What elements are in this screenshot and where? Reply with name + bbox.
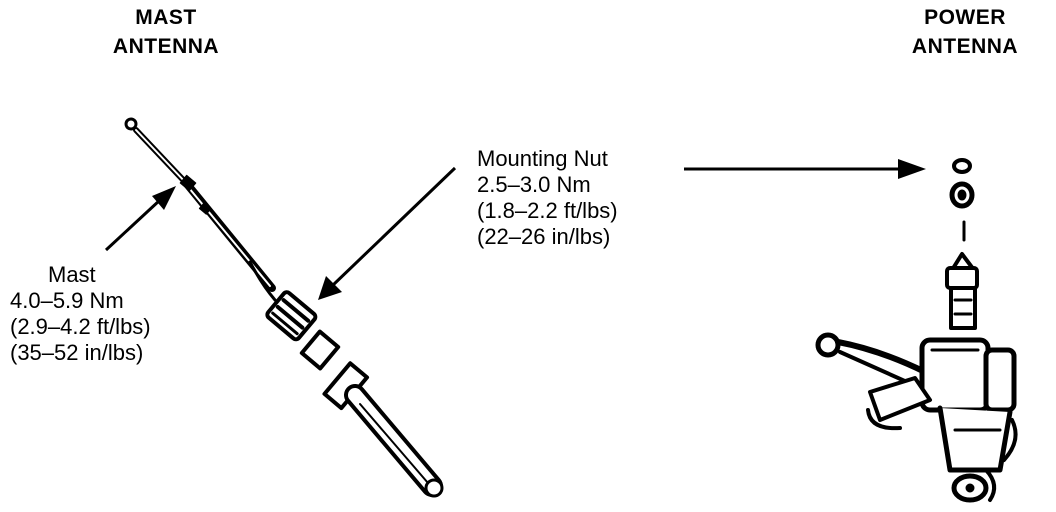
mast-antenna-title: MAST ANTENNA: [96, 3, 236, 61]
mounting-nut-arrow: [318, 166, 457, 300]
mast-callout-line-2: 4.0–5.9 Nm: [10, 288, 124, 313]
mast-callout: Mast 4.0–5.9 Nm (2.9–4.2 ft/lbs) (35–52 …: [10, 262, 151, 366]
mast-callout-line-4: (35–52 in/lbs): [10, 340, 144, 365]
mast-antenna-title-line-1: MAST: [135, 6, 197, 29]
mast-callout-line-3: (2.9–4.2 ft/lbs): [10, 314, 151, 339]
power-nut-arrow: [684, 159, 926, 179]
mast-antenna-drawing: [124, 117, 444, 498]
power-antenna-title-line-1: POWER: [924, 6, 1006, 29]
power-antenna-drawing: [815, 158, 1018, 503]
mounting-nut-callout-line-4: (22–26 in/lbs): [477, 224, 611, 249]
mounting-nut-callout: Mounting Nut 2.5–3.0 Nm (1.8–2.2 ft/lbs)…: [477, 146, 618, 250]
mounting-nut-callout-line-2: 2.5–3.0 Nm: [477, 172, 591, 197]
mounting-nut-callout-line-3: (1.8–2.2 ft/lbs): [477, 198, 618, 223]
power-antenna-title: POWER ANTENNA: [890, 3, 1040, 61]
power-antenna-title-line-2: ANTENNA: [911, 35, 1019, 58]
mast-arrow: [104, 186, 176, 252]
mast-callout-line-1: Mast: [48, 262, 96, 287]
mounting-nut-callout-line-1: Mounting Nut: [477, 146, 608, 171]
mast-antenna-title-line-2: ANTENNA: [112, 35, 220, 58]
